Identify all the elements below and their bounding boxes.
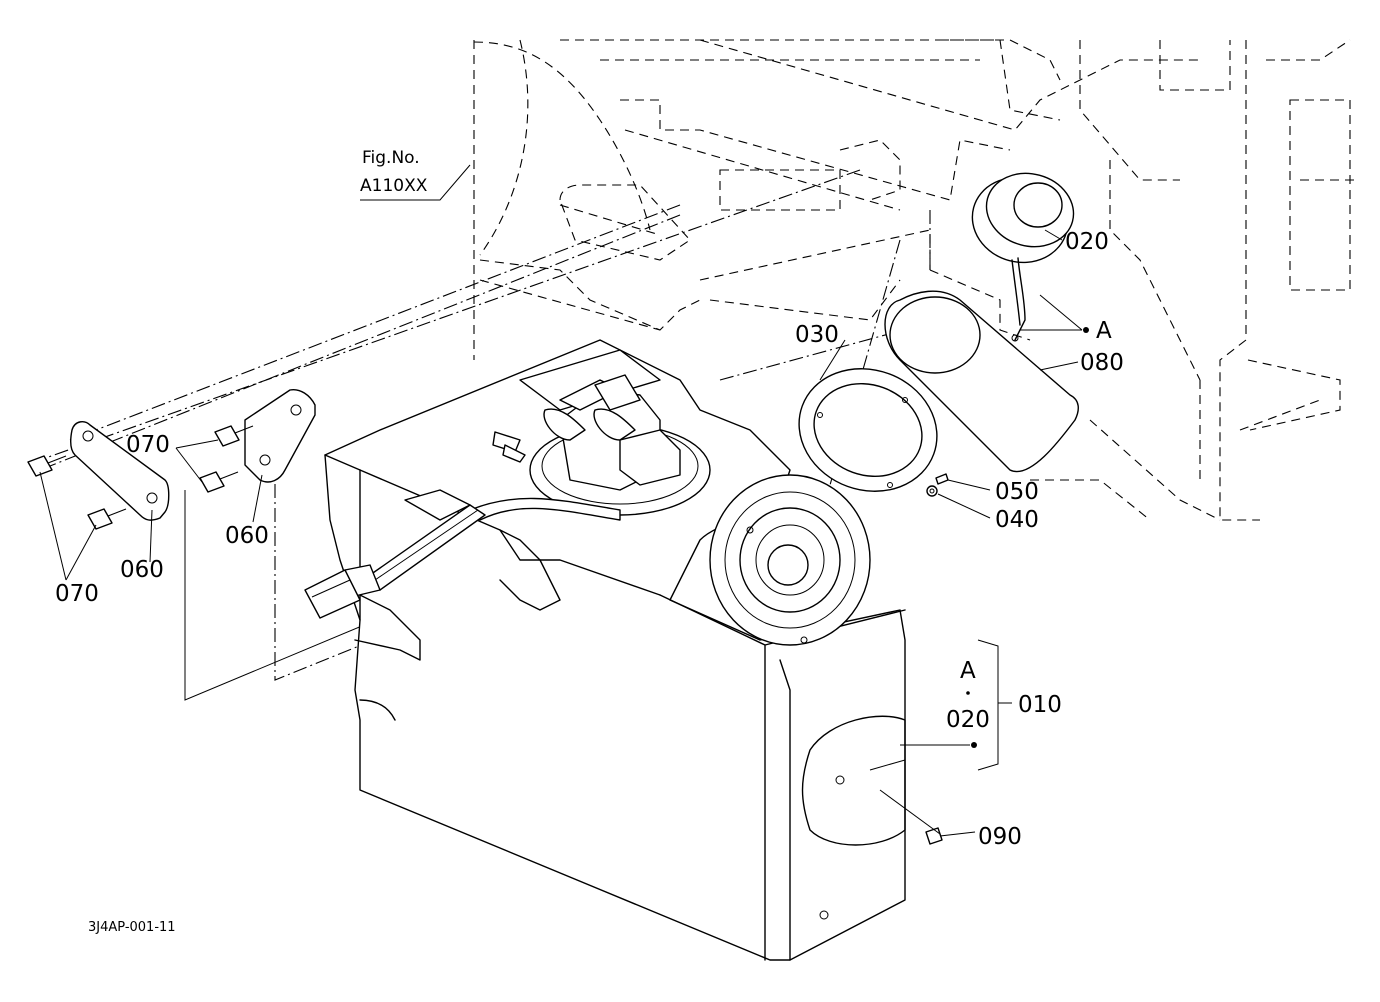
mounting-bracket-right [244,388,316,483]
figure-ref-line1: Fig.No. [362,148,420,168]
label-060-right: 060 [225,523,269,549]
label-020-list: 020 [946,707,990,733]
mounting-bracket-left [70,421,170,521]
vehicle-frame-outline [473,39,1360,521]
label-070-bottom: 070 [55,581,99,607]
label-020-cap: 020 [1065,229,1109,255]
callout-labels: Fig.No. A110XX 020 A 080 030 050 040 070… [55,148,1124,935]
label-030: 030 [795,322,839,348]
label-a-list: A [960,658,976,684]
label-050: 050 [995,479,1039,505]
label-070-top: 070 [126,432,170,458]
label-080: 080 [1080,350,1124,376]
drawing-code: 3J4AP-001-11 [88,920,176,935]
bolt-set [27,425,254,530]
leader-lines [39,164,1089,837]
gasket-ring [798,368,938,492]
label-090: 090 [978,824,1022,850]
fuel-cap [971,172,1075,342]
label-a-top: A [1096,318,1112,344]
drain-plug [925,827,943,845]
fuel-pump-unit [304,374,711,619]
label-010: 010 [1018,692,1062,718]
label-040: 040 [995,507,1039,533]
cover-plate [884,290,1079,473]
figure-ref-line2: A110XX [360,176,428,196]
fuel-tank [324,339,906,961]
label-060-left: 060 [120,557,164,583]
screw-washer [926,473,949,497]
